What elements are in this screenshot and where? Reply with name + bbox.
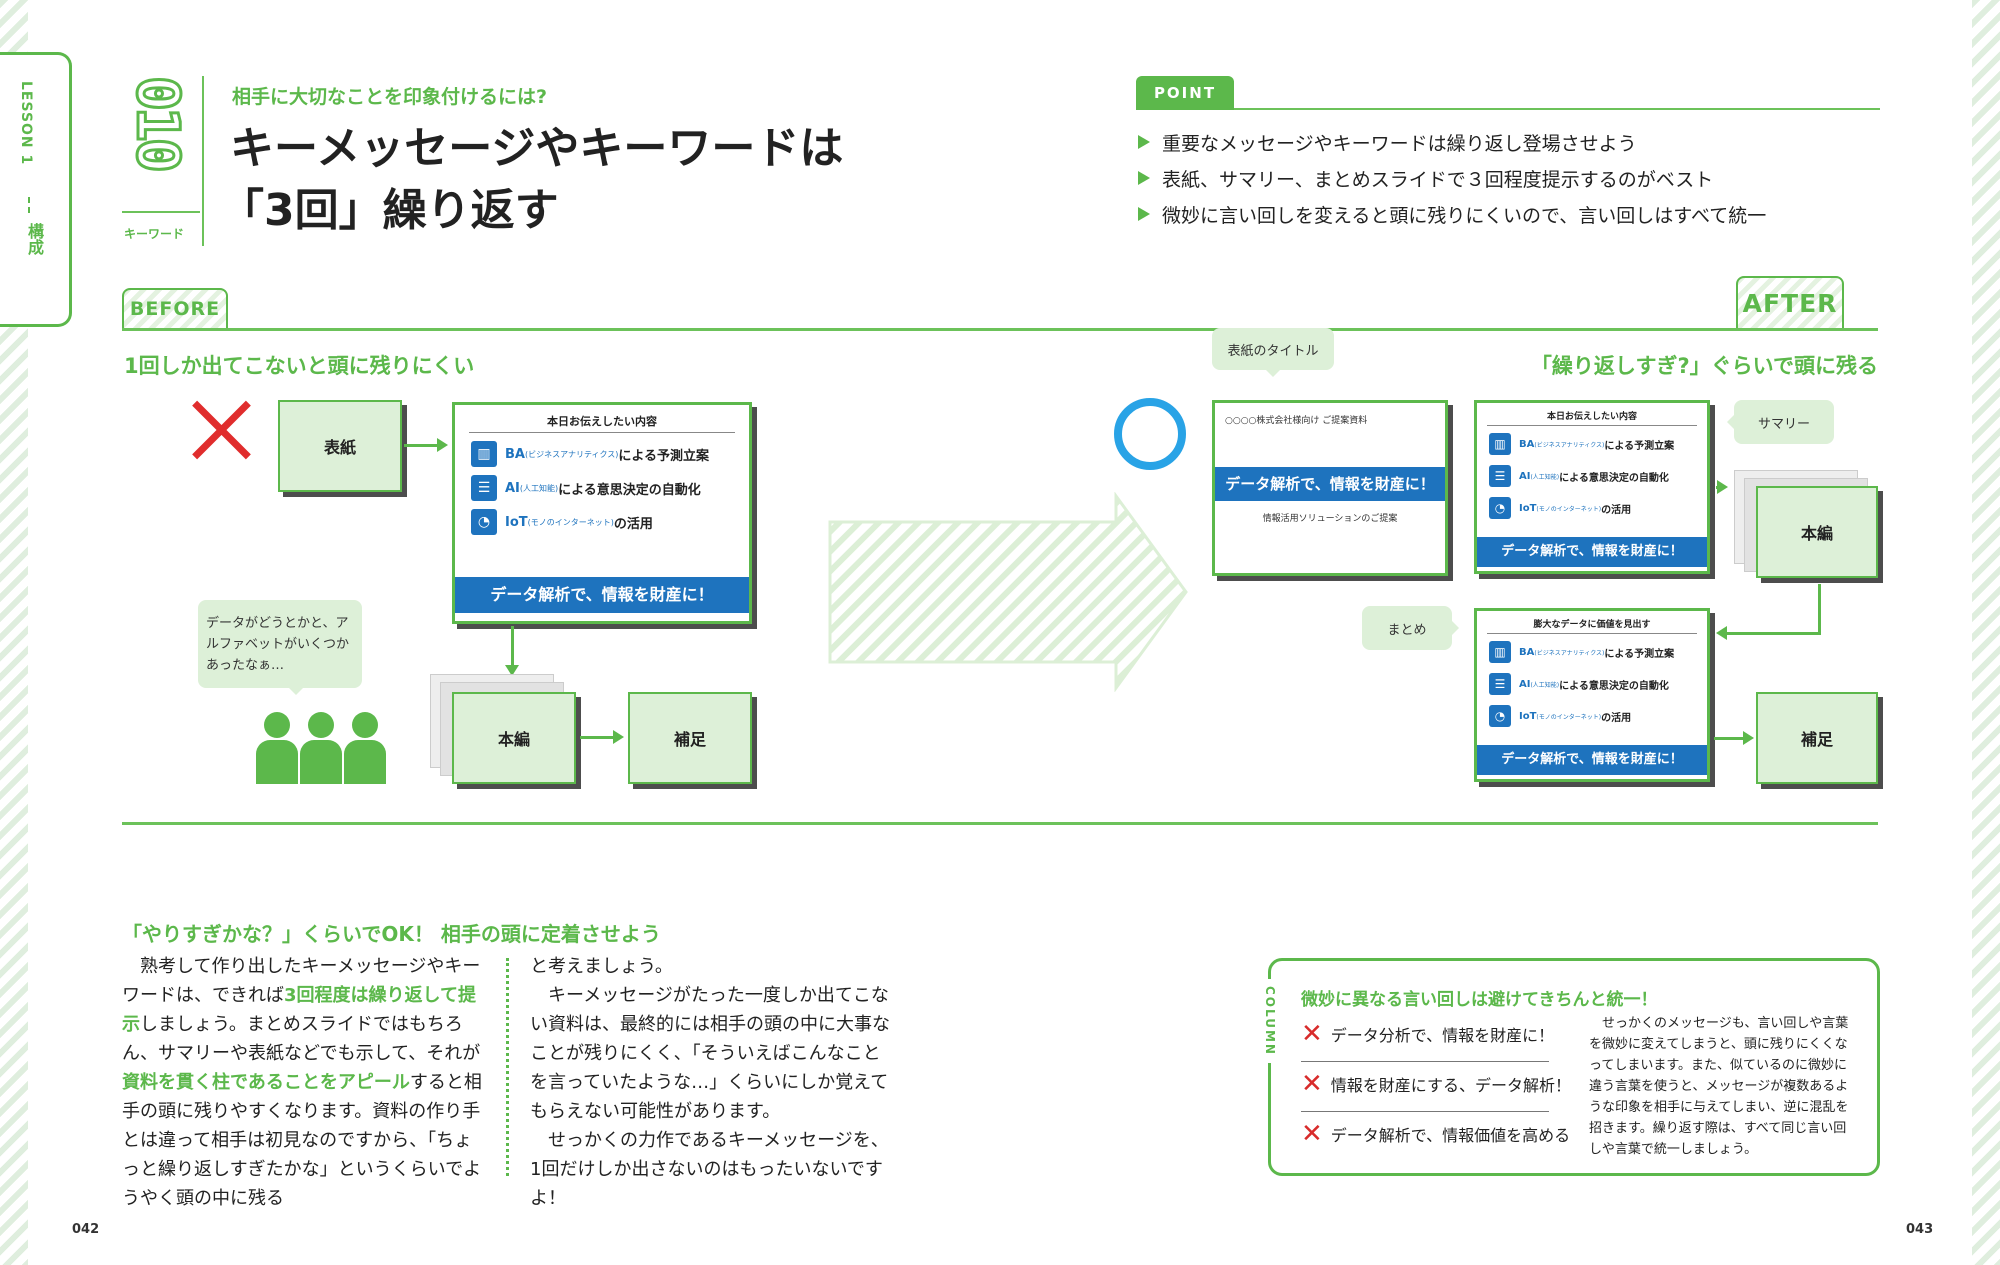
summary-slide: 本日お伝えしたい内容 ▥BA(ビジネスアナリティクス)による予測立案 ☰AI(人… — [452, 402, 752, 624]
column-text: せっかくのメッセージも、言い回しや言葉を微妙に変えてしまうと、頭に残りにくくなっ… — [1589, 1016, 1849, 1157]
page-title-line1: キーメッセージやキーワードは — [230, 123, 844, 174]
server-icon: ☰ — [1489, 465, 1511, 487]
point-item: 微妙に言い回しを変えると頭に残りにくいので、言い回しはすべて統一 — [1138, 196, 1898, 232]
cover-slide: ○○○○株式会社様向け ご提案資料 データ解析で、情報を財産に！ 情報活用ソリュ… — [1212, 400, 1448, 576]
lesson-label: LESSON 1 — [18, 81, 34, 166]
rss-icon: ◔ — [1489, 497, 1511, 519]
lesson-number: 010 — [123, 75, 194, 171]
main-box: 本編 — [452, 692, 576, 784]
column-item: ✕データ解析で、情報価値を高める — [1301, 1119, 1571, 1149]
point-item: 重要なメッセージやキーワードは繰り返し登場させよう — [1138, 124, 1898, 160]
server-icon: ☰ — [471, 475, 497, 501]
matome-bubble: まとめ — [1362, 606, 1459, 650]
section-label: 構成 — [25, 223, 44, 255]
before-heading: 1回しか出てこないと頭に残りにくい — [124, 354, 475, 378]
server-icon: ☰ — [1489, 673, 1511, 695]
matome-slide: 膨大なデータに価値を見出す ▥BA(ビジネスアナリティクス)による予測立案 ☰A… — [1474, 608, 1710, 782]
cross-icon: ✕ — [1301, 1119, 1323, 1149]
column-heading: 微妙に異なる言い回しは避けてきちんと統一！ — [1301, 990, 1658, 1010]
after-heading: 「繰り返しすぎ?」ぐらいで頭に残る — [1530, 354, 1878, 378]
cross-icon: ✕ — [1301, 1069, 1323, 1099]
audience-icon — [256, 712, 398, 784]
column-label: COLUMN — [1255, 979, 1285, 1063]
column-item: ✕情報を財産にする、データ解析！ — [1301, 1069, 1571, 1099]
right-stripe — [1972, 0, 2000, 1265]
audience-bubble: データがどうとかと、アルファベットがいくつかあったなぁ… — [198, 600, 362, 695]
article-heading: 「やりすぎかな？」くらいでOK！ 相手の頭に定着させよう — [122, 922, 661, 946]
article-col2: と考えましょう。 キーメッセージがたった一度しか出てこない資料は、最終的には相手… — [530, 956, 890, 1209]
rss-icon: ◔ — [471, 509, 497, 535]
cross-icon — [190, 398, 254, 462]
chart-icon: ▥ — [1489, 641, 1511, 663]
circle-icon — [1114, 398, 1186, 470]
rss-icon: ◔ — [1489, 705, 1511, 727]
point-list: 重要なメッセージやキーワードは繰り返し登場させよう 表紙、サマリー、まとめスライ… — [1138, 124, 1898, 232]
after-summary-slide: 本日お伝えしたい内容 ▥BA(ビジネスアナリティクス)による予測立案 ☰AI(人… — [1474, 400, 1710, 574]
chart-icon: ▥ — [471, 441, 497, 467]
keyword-label: キーワード — [124, 227, 185, 241]
big-arrow-icon — [828, 492, 1188, 692]
column-box: COLUMN 微妙に異なる言い回しは避けてきちんと統一！ ✕データ分析で、情報を… — [1255, 958, 1880, 1176]
page-number-left: 042 — [72, 1222, 100, 1237]
lesson-tab: LESSON 1 構成 — [0, 52, 72, 327]
title-bubble: 表紙のタイトル — [1212, 328, 1334, 377]
page-title-line2: 「3回」繰り返す — [220, 185, 559, 236]
point-item: 表紙、サマリー、まとめスライドで３回程度提示するのがベスト — [1138, 160, 1898, 196]
column-item: ✕データ分析で、情報を財産に！ — [1301, 1019, 1555, 1049]
article-col1: 熟考して作り出したキーメッセージやキーワードは、できれば3回程度は繰り返して提示… — [122, 956, 482, 1209]
supplement-box: 補足 — [628, 692, 752, 784]
after-tag: AFTER — [1736, 276, 1844, 328]
header-subtitle: 相手に大切なことを印象付けるには? — [232, 86, 548, 108]
cover-box: 表紙 — [278, 400, 402, 492]
chart-icon: ▥ — [1489, 433, 1511, 455]
point-label: POINT — [1136, 76, 1234, 110]
after-supplement-box: 補足 — [1756, 692, 1878, 784]
summary-bubble: サマリー — [1727, 400, 1834, 444]
after-main-box: 本編 — [1756, 486, 1878, 578]
before-tag: BEFORE — [122, 288, 228, 328]
page-number-right: 043 — [1906, 1222, 1934, 1237]
cross-icon: ✕ — [1301, 1019, 1323, 1049]
